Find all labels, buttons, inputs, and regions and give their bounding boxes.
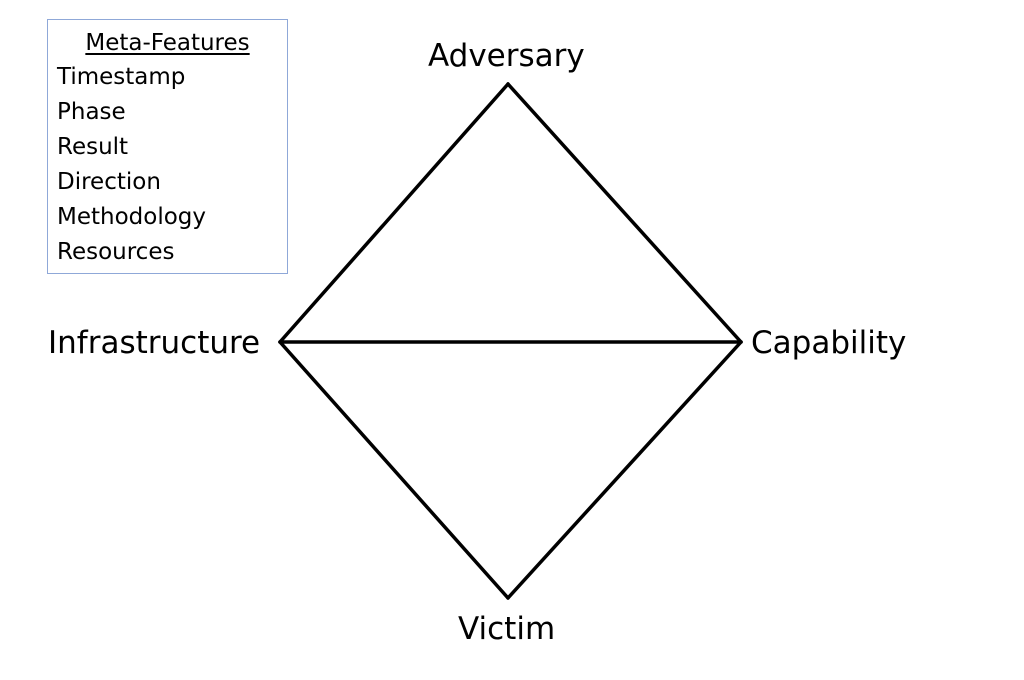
- meta-feature-item: Result: [57, 134, 129, 160]
- node-label-infrastructure: Infrastructure: [48, 325, 261, 361]
- meta-feature-item: Timestamp: [57, 64, 186, 90]
- meta-feature-item: Phase: [57, 99, 126, 125]
- edge-capability-victim: [506, 340, 743, 600]
- node-label-capability: Capability: [751, 325, 907, 361]
- edge-adversary-capability: [506, 82, 743, 344]
- meta-feature-item: Direction: [57, 169, 161, 195]
- meta-feature-item: Methodology: [57, 204, 207, 230]
- edge-infrastructure-adversary: [278, 82, 510, 344]
- node-label-adversary: Adversary: [428, 38, 585, 74]
- edge-victim-infrastructure: [278, 340, 510, 600]
- meta-features-title: Meta-Features: [85, 30, 250, 56]
- meta-features-box: Meta-Features Timestamp Phase Result Dir…: [47, 19, 288, 274]
- node-label-victim: Victim: [458, 611, 556, 647]
- meta-feature-item: Resources: [57, 239, 175, 265]
- meta-features-list: Timestamp Phase Result Direction Methodo…: [57, 60, 287, 270]
